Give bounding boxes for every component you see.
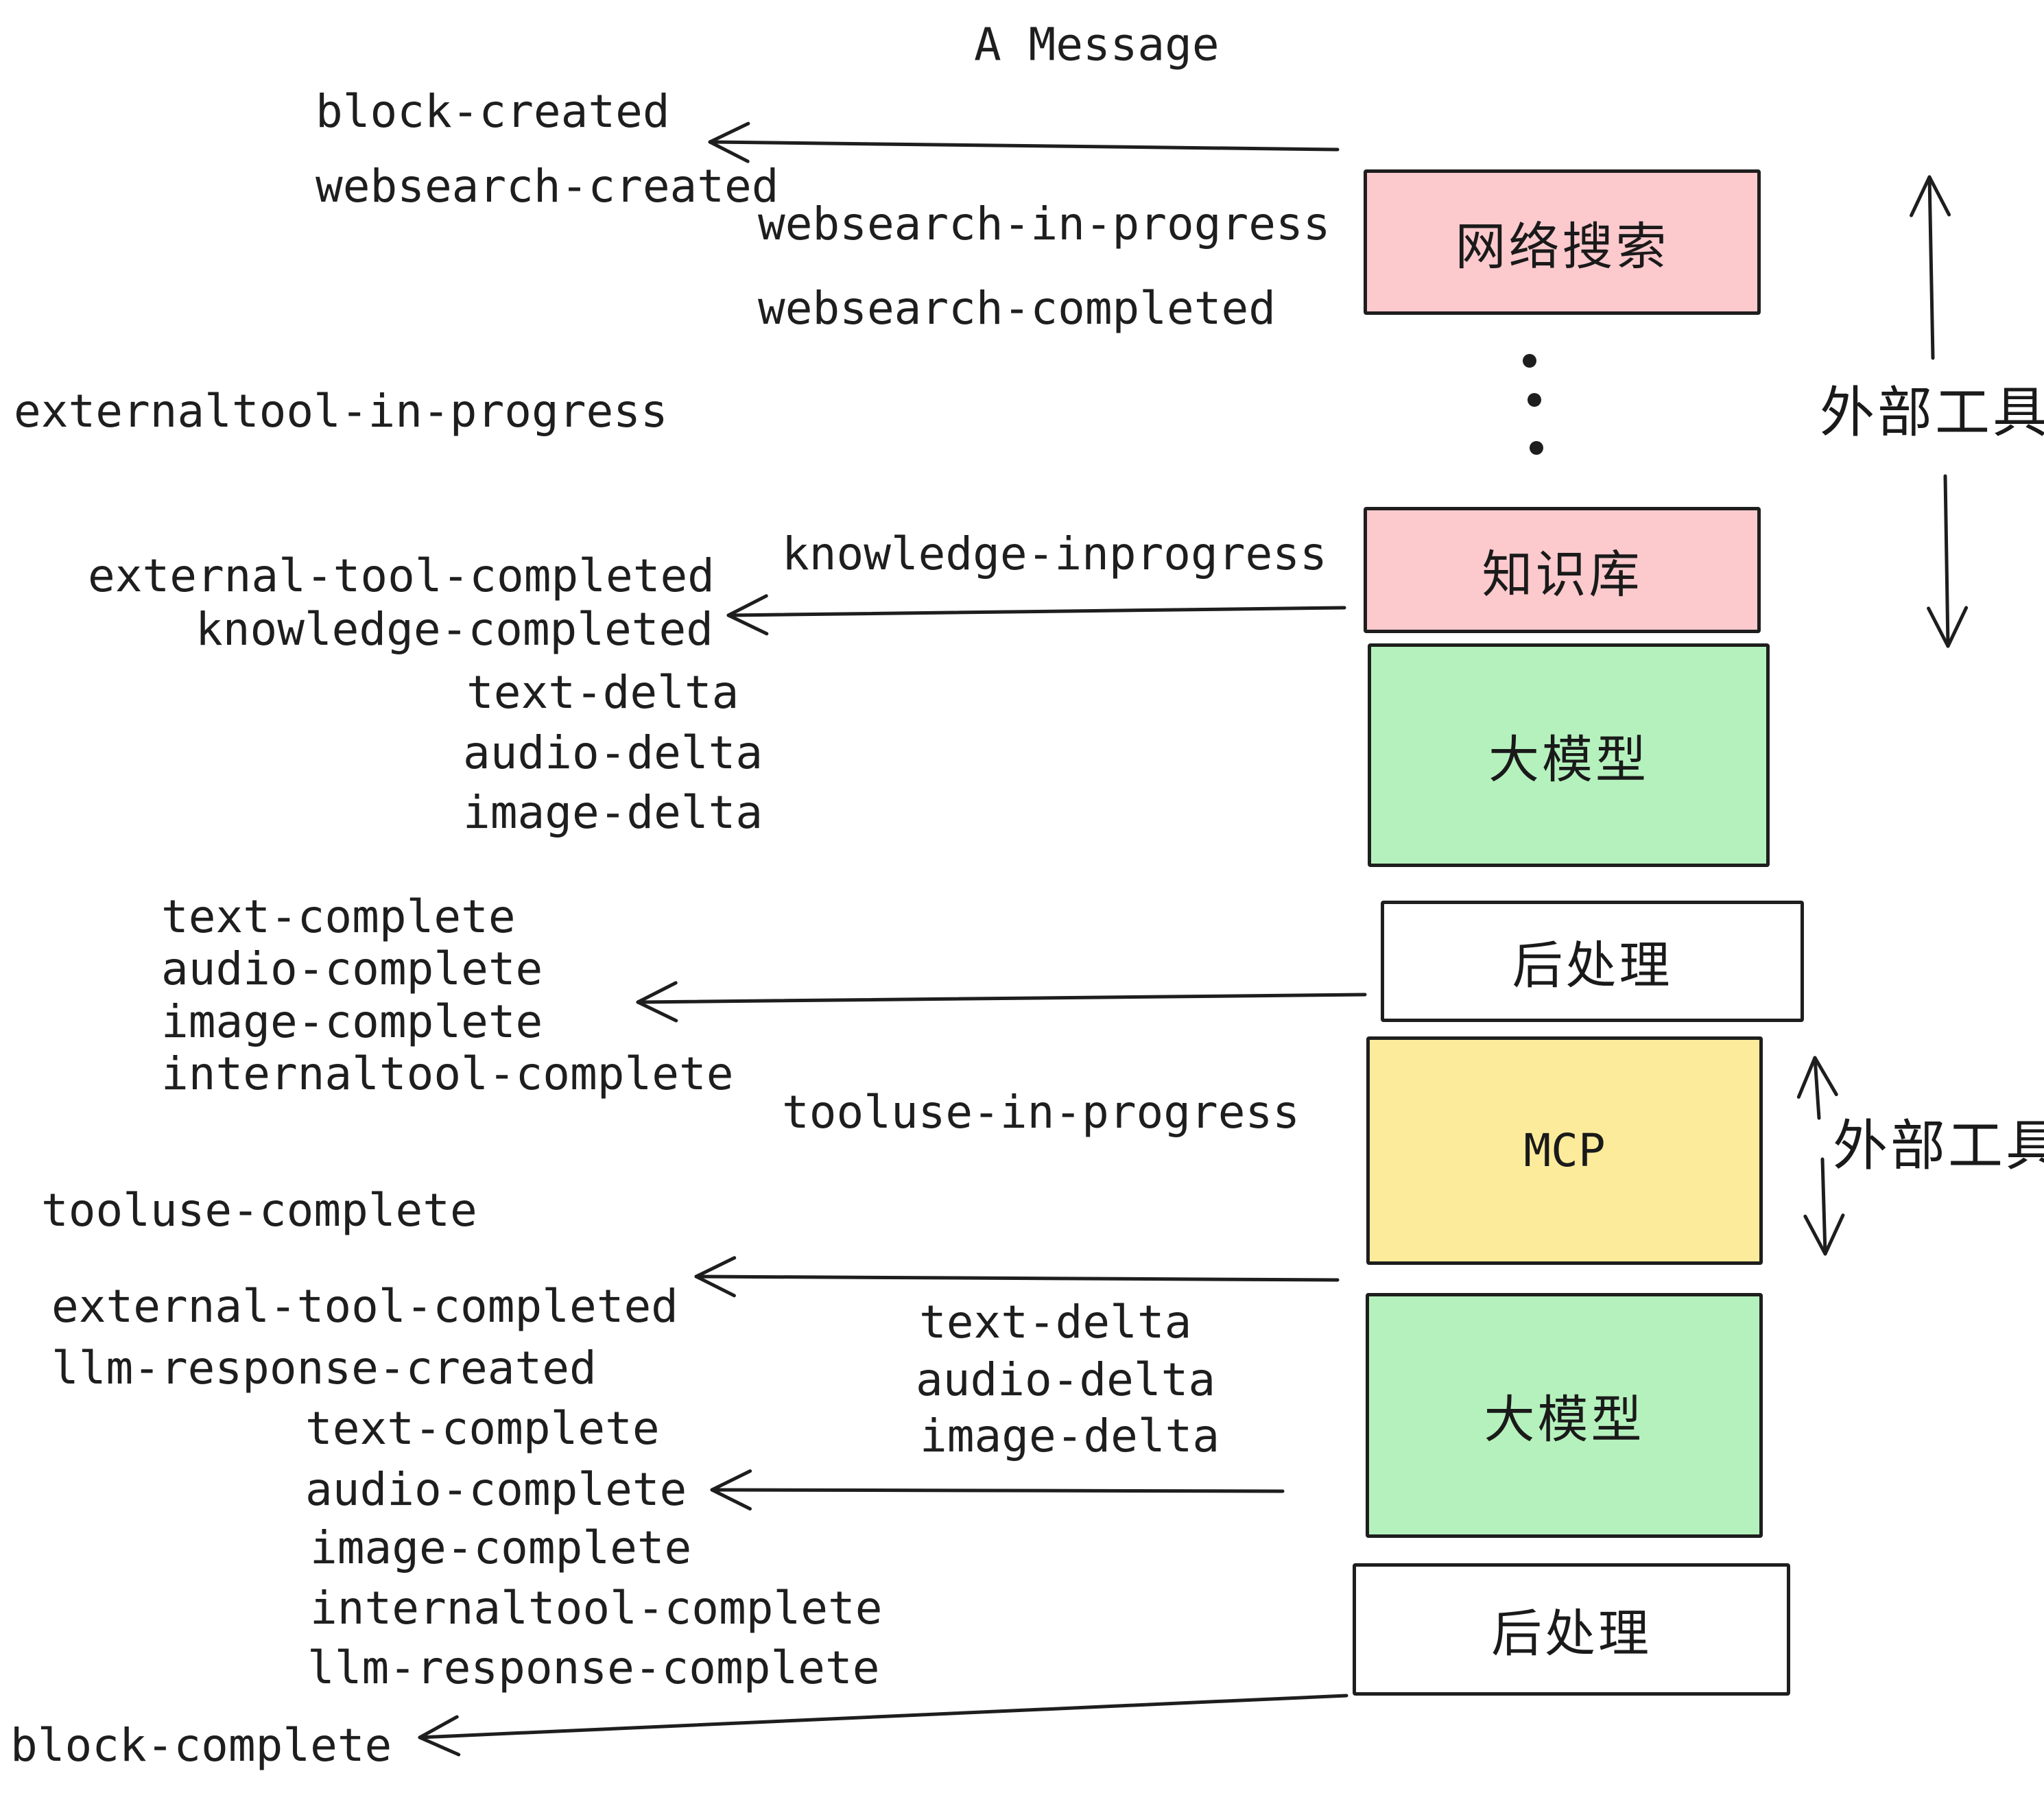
box-label: 大模型 <box>1484 1391 1645 1448</box>
event-label: text-delta <box>466 666 739 719</box>
event-label: audio-delta <box>463 726 763 779</box>
box-llm-2: 大模型 <box>1366 1293 1763 1538</box>
event-label: externaltool-in-progress <box>14 385 668 438</box>
event-label: internaltool-complete <box>161 1047 734 1100</box>
event-label: text-complete <box>161 890 516 943</box>
arrow-external-range-1-up <box>1910 175 1951 360</box>
event-label: image-delta <box>463 786 763 839</box>
event-label: llm-response-created <box>51 1342 597 1394</box>
event-label: websearch-created <box>316 160 779 213</box>
event-label: text-complete <box>305 1402 660 1455</box>
box-label: 后处理 <box>1512 937 1673 994</box>
arrow-external-range-1-down <box>1927 474 1969 648</box>
box-label: 知识库 <box>1482 545 1643 603</box>
box-websearch: 网络搜索 <box>1364 169 1761 315</box>
box-knowledge: 知识库 <box>1364 507 1761 633</box>
box-label: 网络搜索 <box>1455 217 1669 275</box>
arrow-knowledge-completed <box>726 594 1346 636</box>
event-label: text-delta <box>919 1296 1192 1349</box>
box-label: 大模型 <box>1488 731 1649 788</box>
event-label: image-complete <box>310 1521 692 1574</box>
arrow-tooluse-complete <box>694 1256 1340 1298</box>
box-postprocess-1: 后处理 <box>1381 901 1804 1022</box>
event-label: audio-complete <box>161 942 543 995</box>
event-label: knowledge-inprogress <box>782 527 1327 580</box>
arrow-internal-complete-1 <box>636 981 1367 1023</box>
box-llm-1: 大模型 <box>1368 643 1770 867</box>
event-label: knowledge-completed <box>195 603 713 656</box>
box-label: MCP <box>1523 1124 1606 1177</box>
event-label: external-tool-completed <box>88 549 715 602</box>
box-postprocess-2: 后处理 <box>1353 1563 1790 1696</box>
side-label-external-tools: 外部工具 <box>1833 1115 2044 1176</box>
arrow-external-range-2-up <box>1796 1056 1838 1120</box>
arrow-websearch-created <box>708 121 1340 163</box>
event-label: internaltool-complete <box>310 1582 883 1635</box>
ellipsis-dot <box>1530 441 1543 455</box>
event-label: websearch-completed <box>758 282 1276 335</box>
event-label: block-created <box>316 85 670 138</box>
event-label: audio-delta <box>916 1353 1216 1406</box>
ellipsis-dot <box>1528 393 1541 407</box>
arrow-internal-complete-2 <box>710 1469 1285 1511</box>
event-label: image-complete <box>161 995 543 1048</box>
ellipsis-dot <box>1523 354 1536 368</box>
event-label: image-delta <box>920 1410 1220 1462</box>
arrow-block-complete <box>418 1694 1348 1757</box>
box-mcp: MCP <box>1366 1036 1763 1265</box>
event-label: websearch-in-progress <box>758 198 1331 250</box>
diagram-title: A Message <box>974 18 1220 71</box>
event-label: tooluse-complete <box>41 1184 477 1237</box>
event-label: audio-complete <box>305 1463 687 1516</box>
event-label: external-tool-completed <box>51 1280 678 1333</box>
side-label-external-tools: 外部工具 <box>1820 382 2044 443</box>
box-label: 后处理 <box>1491 1605 1652 1662</box>
event-label: tooluse-in-progress <box>782 1086 1300 1139</box>
event-label: block-complete <box>10 1719 392 1772</box>
event-label: llm-response-complete <box>307 1641 880 1694</box>
